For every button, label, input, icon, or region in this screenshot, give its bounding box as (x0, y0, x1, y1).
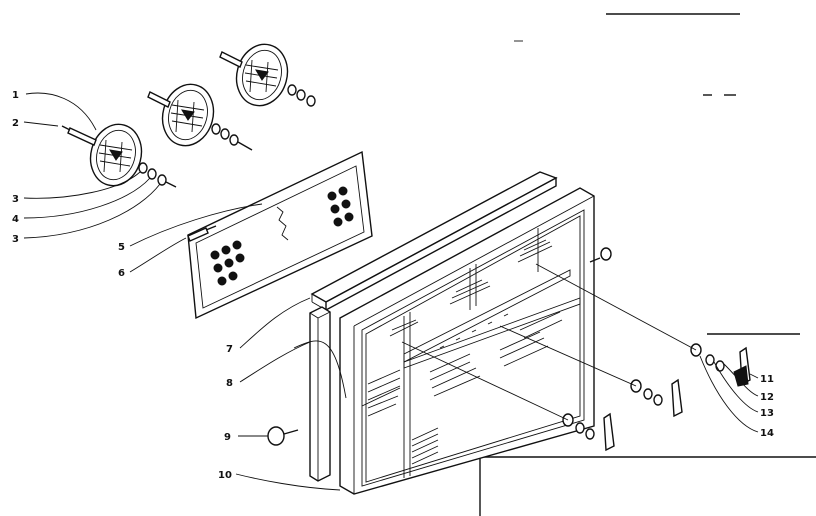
panel-holes-right (327, 186, 354, 227)
panel-screw (187, 225, 217, 242)
knob-shaft-3 (219, 51, 243, 68)
side-trim-strip (309, 306, 331, 482)
callout-3-lower: 3 (12, 234, 19, 245)
callout-8: 8 (226, 378, 233, 389)
washers-knob-2 (211, 123, 253, 151)
front-grille (339, 187, 595, 495)
knob-shaft-2 (147, 91, 171, 108)
washers-knob-3 (287, 84, 316, 107)
callout-6: 6 (118, 268, 125, 279)
callout-1: 1 (12, 90, 19, 101)
grille-knob (267, 426, 299, 446)
control-panel-plate (187, 150, 373, 320)
grille-screw (589, 247, 612, 263)
pointer-assembly-right (690, 343, 751, 387)
callout-13: 13 (760, 408, 774, 419)
frame-marks (479, 13, 816, 516)
washers-knob-1 (138, 162, 177, 188)
callout-10: 10 (218, 470, 232, 481)
callout-3-upper: 3 (12, 194, 19, 205)
top-trim-strip (310, 171, 558, 312)
knob-shaft-1 (61, 125, 97, 146)
control-knob-2 (161, 83, 215, 147)
callout-2: 2 (12, 118, 19, 129)
callout-9: 9 (224, 432, 231, 443)
leader-lines (23, 92, 759, 491)
pointer-assembly-middle (630, 378, 683, 418)
grille-louvers (367, 239, 563, 465)
panel-holes-left (210, 240, 245, 286)
control-knob-3 (235, 43, 289, 107)
callout-4: 4 (12, 214, 19, 225)
callout-12: 12 (760, 392, 774, 403)
control-knob-1 (89, 123, 143, 187)
callout-labels: 1 2 3 4 3 5 6 7 8 9 10 11 12 13 14 (12, 90, 774, 481)
callout-7: 7 (226, 344, 233, 355)
callout-11: 11 (760, 374, 774, 385)
callout-14: 14 (760, 428, 774, 439)
callout-5: 5 (118, 242, 125, 253)
